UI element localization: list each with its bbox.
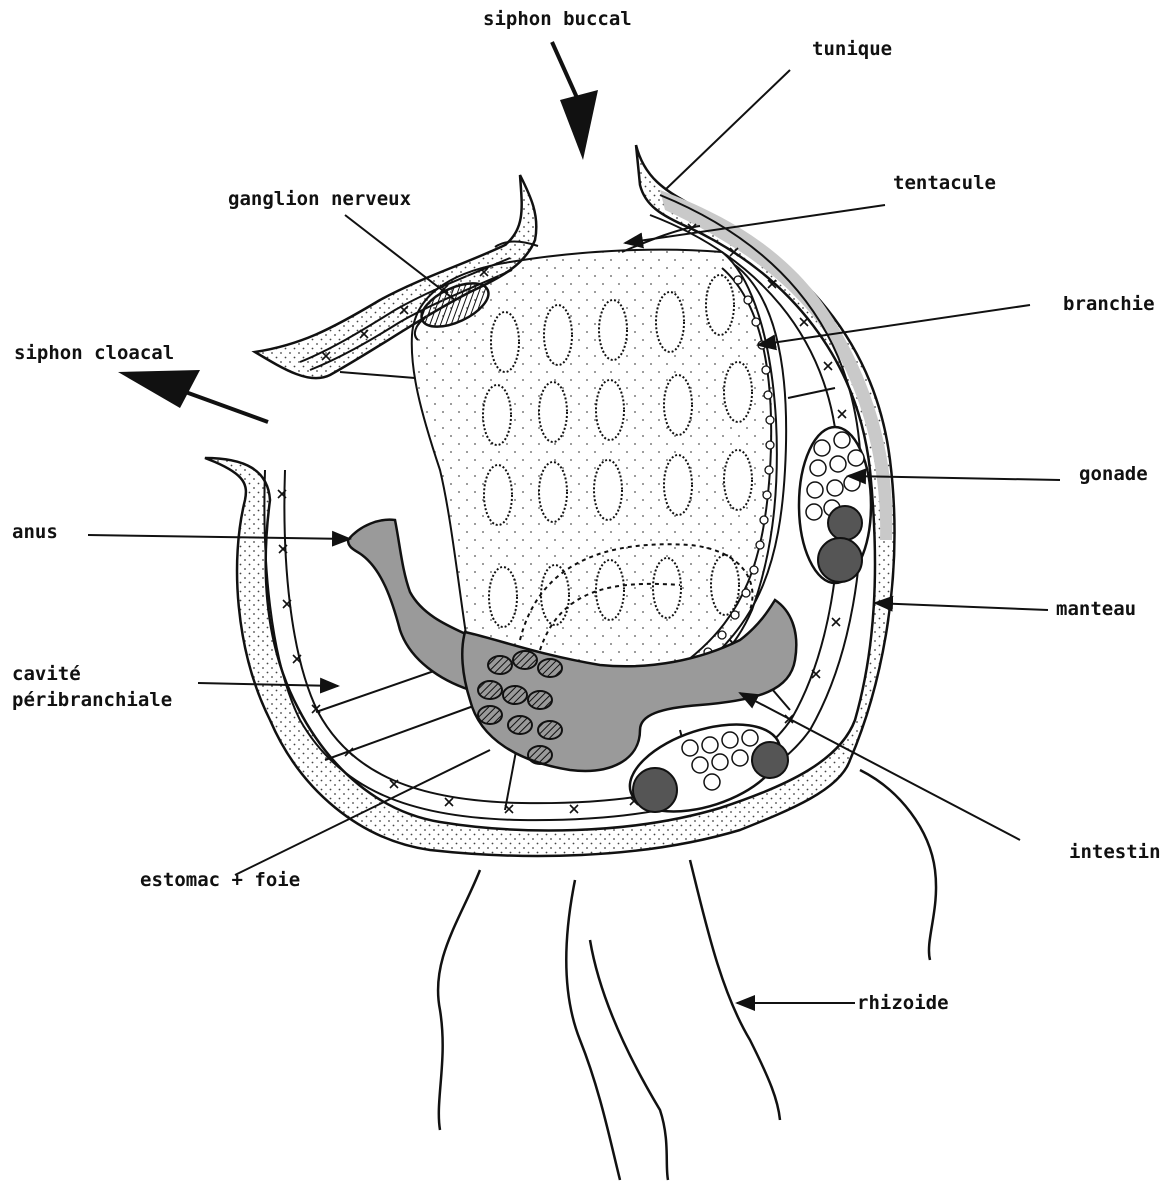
rhizoid — [690, 860, 780, 1120]
buccal-arrow-shaft — [552, 42, 578, 100]
label-manteau: manteau — [1056, 598, 1136, 622]
rhizoid — [590, 940, 668, 1180]
tentacle — [622, 226, 700, 252]
leader-ganglion — [345, 215, 455, 300]
label-cavite-line1: cavité — [12, 663, 81, 687]
stigma — [656, 292, 684, 352]
stigma — [664, 455, 692, 515]
gonad-dark-mass — [818, 538, 862, 582]
leader-tunique — [665, 70, 790, 190]
stigma — [653, 558, 681, 618]
stigma — [539, 382, 567, 442]
leader-estomac — [235, 750, 490, 875]
cloacal-arrow-shaft — [180, 390, 268, 422]
stigma — [724, 450, 752, 510]
label-branchie: branchie — [1063, 293, 1155, 317]
cloacal-arrow-head — [118, 370, 200, 408]
label-estomac-foie: estomac + foie — [140, 869, 300, 893]
stigma — [594, 460, 622, 520]
label-cavite-line2: péribranchiale — [12, 689, 172, 713]
stigma — [596, 380, 624, 440]
leader-branchie — [758, 305, 1030, 345]
rhizoid — [860, 770, 936, 960]
label-rhizoide: rhizoide — [857, 992, 949, 1016]
label-intestin: intestin — [1069, 841, 1161, 865]
gonad-dark-mass — [752, 742, 788, 778]
stigma — [724, 362, 752, 422]
stigma — [706, 275, 734, 335]
stigma — [541, 565, 569, 625]
stigma — [483, 385, 511, 445]
buccal-arrow-head — [560, 90, 598, 160]
stigma — [539, 462, 567, 522]
label-tunique: tunique — [812, 38, 892, 62]
stigma — [544, 305, 572, 365]
label-siphon-buccal: siphon buccal — [483, 8, 632, 32]
stigma — [491, 312, 519, 372]
gonad-dark-mass — [828, 506, 862, 540]
rhizoid — [438, 870, 480, 1130]
label-anus: anus — [12, 521, 58, 545]
leader-manteau — [875, 603, 1048, 610]
gonad-dark-mass — [633, 768, 677, 812]
label-ganglion-nerveux: ganglion nerveux — [228, 188, 411, 212]
label-tentacule: tentacule — [893, 172, 996, 196]
stigma — [711, 555, 739, 615]
stigma — [489, 567, 517, 627]
stigma — [484, 465, 512, 525]
rhizoid — [566, 880, 620, 1180]
strand — [325, 700, 490, 760]
label-gonade: gonade — [1079, 463, 1148, 487]
leader-anus — [88, 535, 350, 539]
strand — [340, 372, 415, 378]
label-siphon-cloacal: siphon cloacal — [14, 342, 174, 366]
stigma — [664, 375, 692, 435]
gonad-upper — [799, 427, 871, 583]
stigma — [599, 300, 627, 360]
